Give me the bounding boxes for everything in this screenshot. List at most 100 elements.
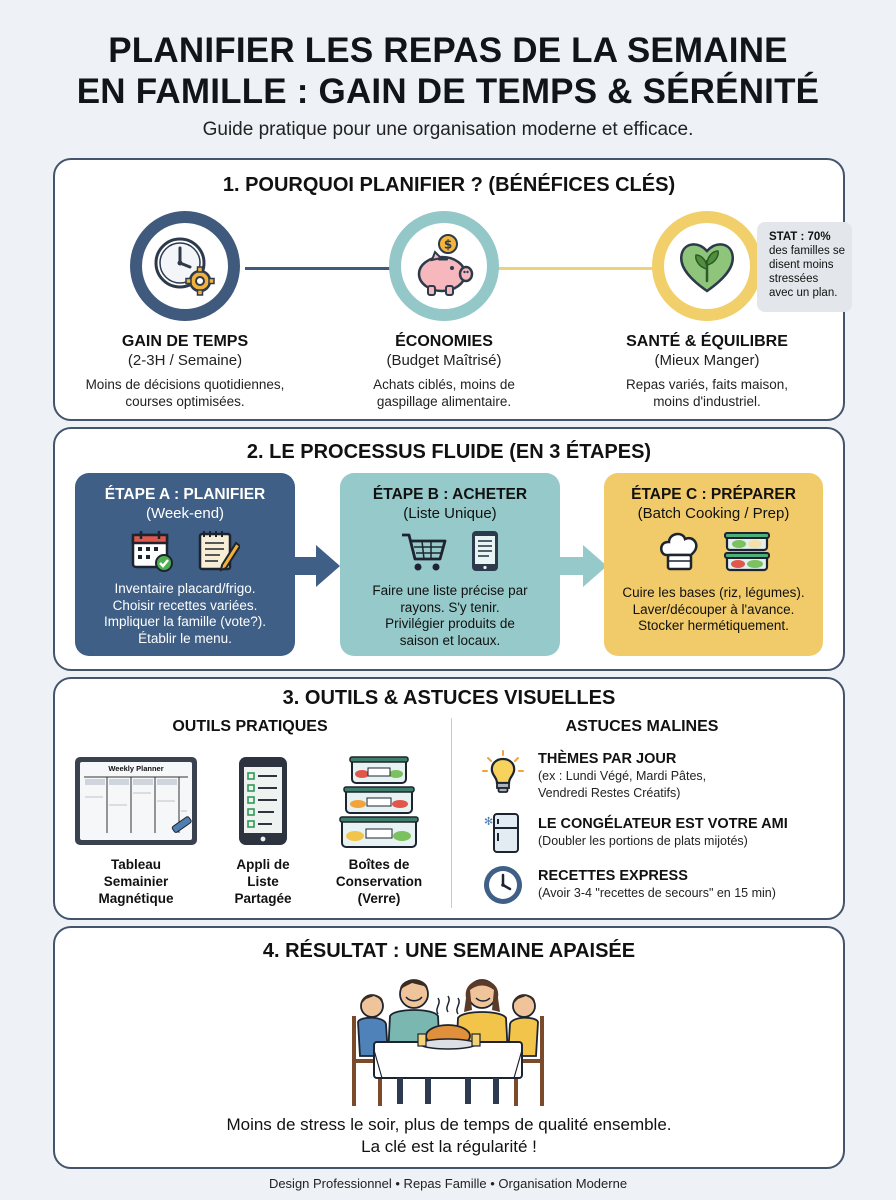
step-buy: ÉTAPE B : ACHETER (Liste Unique) Faire u… [340, 473, 560, 656]
step-prepare: ÉTAPE C : PRÉPARER (Batch Cooking / Prep… [604, 473, 823, 656]
tip-themes-head: THÈMES PAR JOUR [538, 751, 677, 767]
section-result-title: 4. RÉSULTAT : UNE SEMAINE APAISÉE [262, 940, 636, 962]
benefit-savings-desc-1: Achats ciblés, moins de [373, 377, 515, 392]
title-line-1: PLANIFIER LES REPAS DE LA SEMAINE [108, 31, 788, 70]
benefit-savings-circle: $ [389, 211, 499, 321]
step-buy-desc-2: rayons. S'y tenir. [400, 599, 500, 615]
benefit-health-desc-1: Repas variés, faits maison, [625, 377, 789, 392]
step-plan-desc: Inventaire placard/frigo. Choisir recett… [75, 581, 295, 647]
benefit-savings-desc: Achats ciblés, moins de gaspillage alime… [319, 376, 569, 410]
tip-express-desc-1: (Avoir 3-4 "recettes de secours" en 15 m… [538, 886, 776, 900]
page-title: PLANIFIER LES REPAS DE LA SEMAINE EN FAM… [0, 30, 896, 112]
glass-containers-icon [339, 756, 419, 848]
calendar-check-icon [131, 531, 173, 572]
footer: Design Professionnel • Repas Famille • O… [268, 1176, 628, 1191]
stat-line-2: disent moins [769, 259, 834, 271]
step-plan-desc-1: Inventaire placard/frigo. [114, 581, 256, 596]
step-prepare-desc-3: Stocker hermétiquement. [638, 618, 789, 633]
benefit-health-circle [652, 211, 762, 321]
stat-line-3: stressées [769, 273, 819, 285]
step-buy-sub: (Liste Unique) [403, 505, 497, 522]
step-buy-desc: Faire une liste précise par rayons. S'y … [340, 583, 560, 649]
result-text: Moins de stress le soir, plus de temps d… [55, 1114, 843, 1158]
step-prepare-title: ÉTAPE C : PRÉPARER [631, 486, 796, 503]
step-plan-desc-3: Impliquer la famille (vote?). [103, 614, 267, 629]
step-plan-desc-4: Établir le menu. [138, 630, 232, 646]
step-plan-desc-2: Choisir recettes variées. [112, 597, 258, 613]
step-plan-title: ÉTAPE A : PLANIFIER [104, 486, 266, 503]
step-prepare-sub: (Batch Cooking / Prep) [637, 505, 790, 522]
tool-app: Appli de Liste Partagée [213, 856, 313, 907]
step-prepare-icons [604, 529, 823, 573]
page-subtitle: Guide pratique pour une organisation mod… [202, 119, 694, 140]
benefit-time-desc-2: courses optimisées. [125, 394, 245, 409]
benefit-time-desc: Moins de décisions quotidiennes, courses… [60, 376, 310, 410]
tool-containers-3: (Verre) [357, 891, 401, 906]
result-line-1: Moins de stress le soir, plus de temps d… [226, 1115, 672, 1134]
arrow-b-to-c-icon [557, 545, 607, 587]
benefit-health-desc-2: moins d'industriel. [653, 394, 761, 409]
benefit-health-sub: (Mieux Manger) [654, 352, 760, 369]
step-prepare-desc: Cuire les bases (riz, légumes). Laver/dé… [604, 585, 823, 635]
title-line-2: EN FAMILLE : GAIN DE TEMPS & SÉRÉNITÉ [76, 72, 820, 111]
result-line-2: La clé est la régularité ! [361, 1137, 537, 1156]
prep-containers-icon [723, 532, 770, 572]
arrow-a-to-b-icon [290, 545, 340, 587]
tools-tips-divider [451, 718, 452, 908]
notepad-pencil-icon [198, 531, 240, 572]
shopping-cart-icon [402, 533, 447, 571]
benefit-savings: ÉCONOMIES (Budget Maîtrisé) Achats ciblé… [319, 332, 569, 410]
section-process-title: 2. LE PROCESSUS FLUIDE (EN 3 ÉTAPES) [246, 441, 652, 463]
step-buy-desc-1: Faire une liste précise par [372, 583, 528, 598]
freezer-icon: ✻ [484, 813, 519, 853]
chef-hat-icon [659, 532, 697, 571]
stat-label: STAT : 70% [769, 231, 831, 243]
timeline-line-1 [245, 267, 395, 270]
express-clock-icon [484, 866, 522, 904]
tool-containers-2: Conservation [335, 874, 423, 889]
lightbulb-icon [482, 750, 524, 793]
step-buy-desc-4: saison et locaux. [399, 632, 501, 648]
stat-line-1: des familles se [769, 245, 846, 257]
step-prepare-desc-1: Cuire les bases (riz, légumes). [622, 585, 805, 600]
benefit-savings-desc-2: gaspillage alimentaire. [376, 394, 512, 409]
step-plan: ÉTAPE A : PLANIFIER (Week-end) Inventair… [75, 473, 295, 656]
tool-planner-2: Semainier [103, 874, 169, 889]
section-benefits: 1. POURQUOI PLANIFIER ? (BÉNÉFICES CLÉS)… [53, 158, 845, 421]
family-dinner-illustration [352, 979, 544, 1106]
tool-planner-1: Tableau [110, 857, 161, 872]
benefit-savings-head: ÉCONOMIES [395, 333, 493, 350]
svg-text:✻: ✻ [484, 815, 493, 828]
step-plan-sub: (Week-end) [145, 505, 225, 522]
piggy-bank-icon: $ [417, 234, 474, 296]
benefit-health-desc: Repas variés, faits maison, moins d'indu… [582, 376, 832, 410]
step-buy-desc-3: Privilégier produits de [385, 616, 515, 631]
tool-containers: Boîtes de Conservation (Verre) [319, 856, 439, 907]
benefit-savings-sub: (Budget Maîtrisé) [386, 352, 502, 369]
tip-themes-desc-1: (ex : Lundi Végé, Mardi Pâtes, [538, 769, 707, 783]
tip-freezer: LE CONGÉLATEUR EST VOTRE AMI (Doubler le… [538, 815, 788, 850]
tool-app-3: Partagée [234, 891, 292, 906]
weekly-planner-icon: Weekly Planner [75, 757, 197, 845]
step-prepare-desc-2: Laver/découper à l'avance. [632, 601, 795, 617]
step-plan-icons [75, 529, 295, 573]
tip-express: RECETTES EXPRESS (Avoir 3-4 "recettes de… [538, 867, 776, 902]
section-tools-title: 3. OUTILS & ASTUCES VISUELLES [282, 687, 616, 709]
shared-list-phone-icon [239, 757, 287, 845]
tip-freezer-head: LE CONGÉLATEUR EST VOTRE AMI [538, 816, 788, 832]
benefit-time-desc-1: Moins de décisions quotidiennes, [85, 377, 285, 392]
tip-themes-desc-2: Vendredi Restes Créatifs) [538, 786, 681, 800]
tool-containers-1: Boîtes de [348, 857, 410, 872]
tool-planner-3: Magnétique [98, 891, 174, 906]
tips-column-title: ASTUCES MALINES [565, 718, 719, 735]
tool-app-2: Liste [247, 874, 279, 889]
planner-label: Weekly Planner [108, 764, 163, 773]
benefit-time-circle [130, 211, 240, 321]
benefit-time-sub: (2-3H / Semaine) [127, 352, 243, 369]
tools-column-title: OUTILS PRATIQUES [172, 718, 328, 735]
phone-list-icon [472, 531, 498, 571]
benefit-health-head: SANTÉ & ÉQUILIBRE [626, 333, 788, 350]
timeline-line-2 [495, 267, 655, 270]
benefit-time-head: GAIN DE TEMPS [121, 333, 249, 350]
svg-text:$: $ [444, 238, 452, 252]
